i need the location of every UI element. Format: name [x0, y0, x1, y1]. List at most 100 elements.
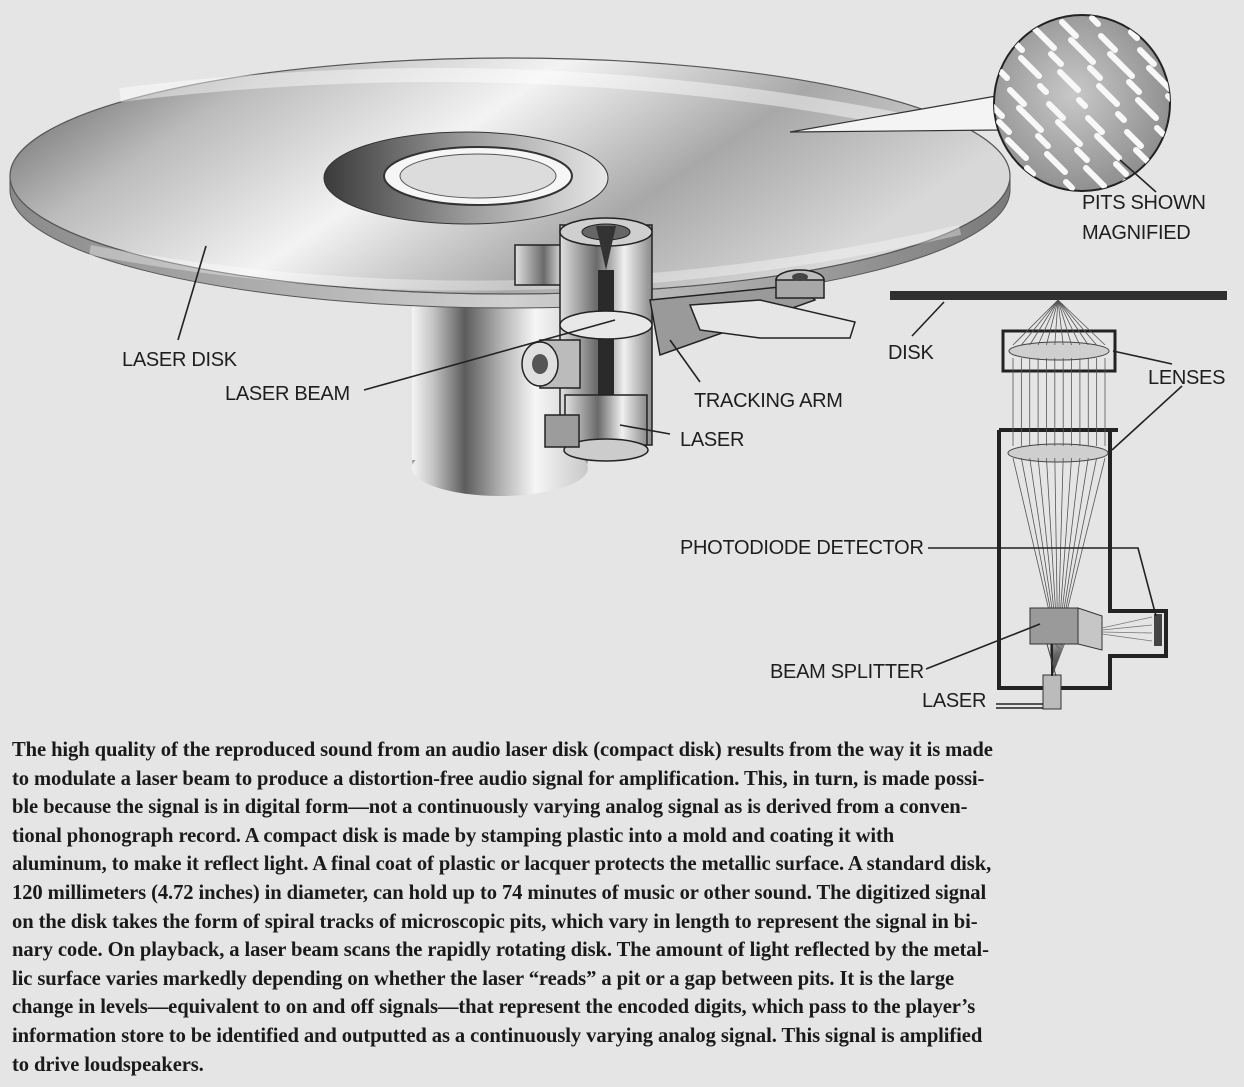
pit-mark: [1035, 133, 1051, 149]
pit-mark: [1214, 178, 1236, 200]
pit-mark: [1220, 28, 1230, 38]
pit-mark: [1135, 97, 1159, 121]
light-ray: [1057, 299, 1081, 346]
pit-mark: [1033, 183, 1053, 191]
pit-mark: [1085, 115, 1105, 135]
label-laser: LASER: [680, 429, 745, 451]
pit-mark: [1064, 232, 1074, 242]
pit-mark: [975, 236, 981, 242]
pit-mark: [1068, 37, 1096, 65]
pit-mark: [865, 2, 883, 20]
light-ray: [1046, 457, 1057, 616]
pit-mark: [1020, 15, 1040, 25]
pit-mark: [1167, 43, 1170, 55]
pit-mark: [902, 66, 924, 88]
pit-mark: [1045, 204, 1067, 226]
light-ray: [1057, 299, 1097, 346]
pit-mark: [1165, 93, 1170, 109]
light-ray: [1012, 457, 1051, 616]
pit-mark: [1044, 151, 1068, 175]
pit-mark: [1216, 128, 1234, 146]
pit-mark: [884, 30, 890, 36]
pit-mark: [1005, 137, 1029, 161]
light-ray: [1065, 457, 1106, 616]
pit-mark: [984, 0, 998, 8]
pit-mark: [1233, 206, 1243, 216]
tracking-arm: [649, 269, 856, 357]
light-ray: [1059, 457, 1072, 616]
pit-mark: [1163, 143, 1170, 163]
pit-mark: [1016, 105, 1044, 133]
pit-mark: [1063, 179, 1075, 191]
pit-mark: [1124, 129, 1144, 149]
pit-mark: [1098, 33, 1118, 53]
pit-mark: [915, 0, 937, 6]
pit-mark: [1037, 83, 1049, 95]
pit-mark: [1218, 78, 1232, 92]
caption-paragraph: The high quality of the reproduced sound…: [12, 739, 993, 1076]
pit-mark: [941, 80, 963, 102]
disk-hub: [323, 131, 609, 225]
pit-mark: [1188, 82, 1210, 104]
pit-mark: [1235, 156, 1241, 162]
pit-mark: [1014, 250, 1020, 256]
light-ray: [1058, 457, 1064, 616]
pit-mark: [1181, 14, 1191, 24]
pit-mark: [1103, 246, 1113, 256]
pit-mark: [1048, 51, 1064, 67]
pit-mark: [1007, 87, 1027, 107]
pit-mark: [1201, 0, 1223, 22]
label-pits-shown: PITS SHOWN: [1082, 192, 1206, 214]
pit-mark: [1152, 175, 1168, 191]
pit-mark: [1083, 165, 1107, 189]
light-ray: [1020, 457, 1052, 616]
pit-mark: [943, 30, 961, 48]
pit-mark: [1053, 4, 1059, 10]
pit-mark: [934, 12, 944, 22]
light-ray: [1012, 299, 1059, 346]
light-ray: [1057, 299, 1064, 346]
pit-mark: [1142, 0, 1152, 10]
pit-mark: [923, 44, 929, 50]
label-laser-disk: LASER DISK: [122, 349, 237, 371]
laser-head-assembly: [514, 217, 653, 462]
optical-schematic: [890, 291, 1227, 710]
pit-mark: [882, 80, 892, 90]
pit-mark: [1177, 114, 1195, 132]
pit-mark: [971, 76, 985, 90]
label-tracking-arm: TRACKING ARM: [694, 390, 843, 412]
light-ray: [1037, 457, 1055, 616]
pit-mark: [1115, 111, 1127, 123]
pit-mark: [1089, 15, 1101, 27]
pit-mark: [994, 91, 1005, 119]
illustration: PITS SHOWN MAGNIFIED LASER DISK LASER BE…: [9, 0, 1244, 712]
pit-mark: [1073, 250, 1091, 268]
pit-mark: [1179, 64, 1193, 78]
pit-mark: [1073, 0, 1091, 8]
pit-mark: [1055, 119, 1083, 147]
pit-mark: [1107, 51, 1135, 79]
pit-mark: [984, 254, 998, 268]
light-ray: [1054, 457, 1058, 616]
pit-mark: [1207, 110, 1217, 120]
pit-mark: [954, 0, 976, 20]
light-ray: [1054, 299, 1059, 346]
pit-mark: [1053, 264, 1059, 270]
pit-mark: [1018, 55, 1042, 79]
pit-mark: [1190, 32, 1208, 50]
pit-mark: [1025, 218, 1035, 228]
light-ray: [1057, 299, 1072, 346]
light-ray: [1037, 299, 1059, 346]
pit-mark: [1175, 164, 1197, 186]
light-ray: [1061, 457, 1081, 616]
pit-mark: [1137, 47, 1157, 67]
pit-mark: [1229, 46, 1244, 64]
light-ray: [1064, 457, 1098, 616]
label-laser-schematic: LASER: [922, 690, 987, 712]
pit-mark: [962, 58, 968, 64]
pit-mark: [904, 16, 922, 34]
light-ray: [1021, 299, 1059, 346]
pit-mark: [1128, 29, 1140, 41]
pit-mark: [1046, 101, 1066, 121]
pit-mark: [1076, 97, 1088, 109]
